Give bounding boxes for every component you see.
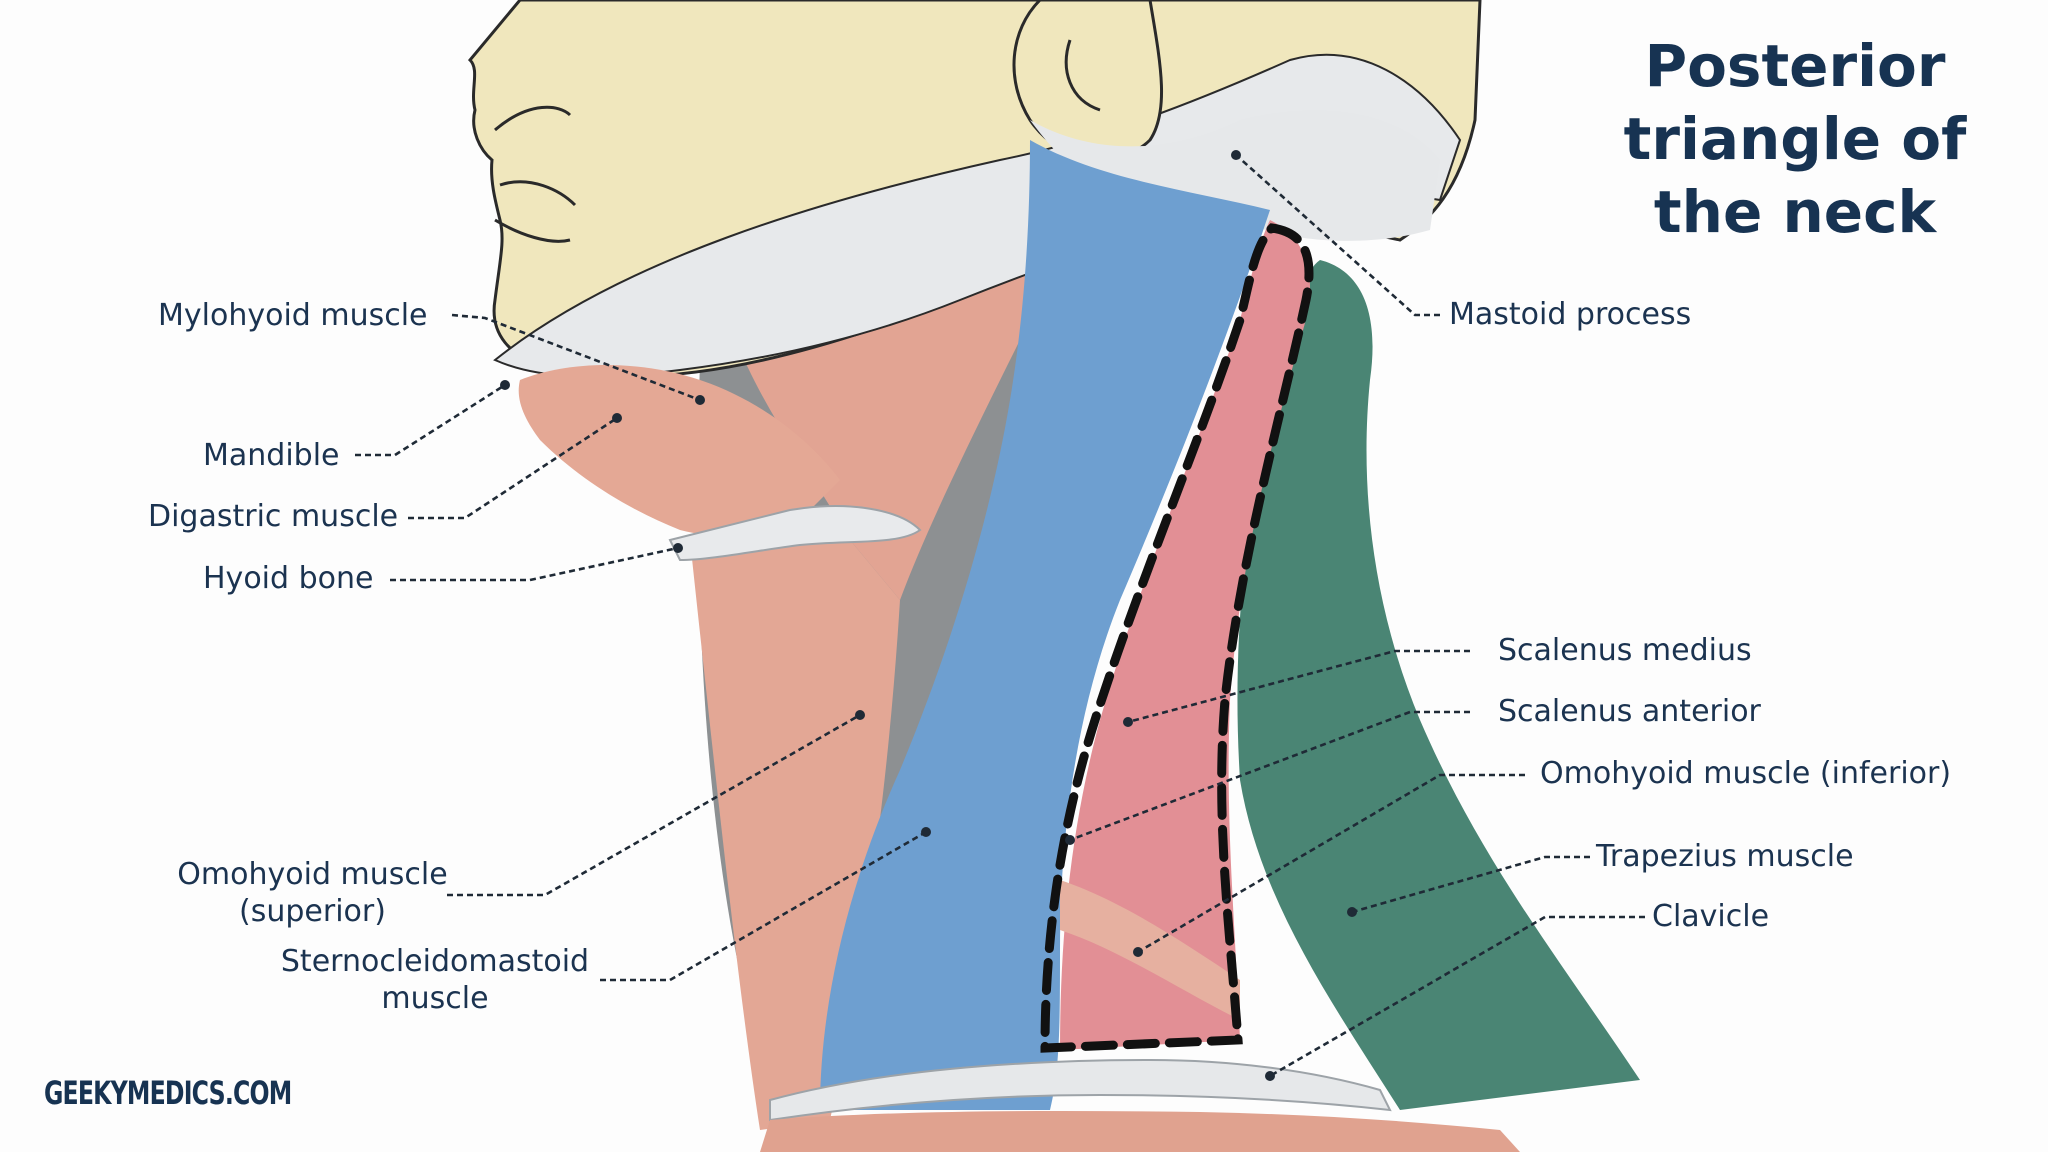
- nose-line: [494, 105, 572, 132]
- label-scm-line2: muscle: [381, 981, 489, 1016]
- hyoid-bone: [668, 505, 922, 562]
- label-omohyoid-superior-line1: Omohyoid muscle: [177, 857, 448, 892]
- clavicle-bone: [769, 1058, 1392, 1122]
- label-scalenus-medius: Scalenus medius: [1498, 633, 1752, 668]
- posterior-triangle-boundary: [1040, 223, 1314, 1053]
- omohyoid-inferior-band: [1060, 880, 1240, 1020]
- leader-hyoid: [390, 546, 679, 582]
- title-line-3: the neck: [1653, 178, 1937, 246]
- chin-line: [494, 218, 571, 243]
- leader-omohyoid-superior: [447, 713, 861, 897]
- title-line-1: Posterior: [1644, 32, 1946, 100]
- dot-digastric: [612, 413, 622, 423]
- leader-mylohyoid: [451, 313, 701, 402]
- label-mylohyoid-muscle: Mylohyoid muscle: [158, 298, 428, 333]
- leader-trapezius: [1351, 855, 1590, 914]
- dot-clavicle: [1265, 1071, 1275, 1081]
- mastoid-region: [1030, 110, 1440, 241]
- dot-scalenus-anterior: [1065, 835, 1075, 845]
- label-sternocleidomastoid: Sternocleidomastoid muscle: [275, 943, 595, 1017]
- dot-trapezius: [1347, 907, 1357, 917]
- brand-logo-text: GEEKYMEDICS.COM: [44, 1074, 292, 1112]
- ear-inner: [1064, 39, 1101, 112]
- dot-omohyoid-inferior: [1133, 947, 1143, 957]
- sternocleidomastoid-muscle: [820, 140, 1270, 1110]
- dot-scalenus-medius: [1123, 717, 1133, 727]
- dot-scm: [921, 827, 931, 837]
- leader-scalenus-anterior: [1069, 710, 1470, 842]
- chest-muscles: [760, 1110, 1520, 1152]
- title-line-2: triangle of: [1623, 105, 1967, 173]
- leader-omohyoid-inferior: [1137, 773, 1525, 954]
- leader-mastoid: [1235, 154, 1440, 317]
- label-trapezius-muscle: Trapezius muscle: [1596, 839, 1854, 874]
- leader-mandible: [355, 383, 506, 457]
- leader-scm: [600, 830, 927, 982]
- label-scalenus-anterior: Scalenus anterior: [1498, 694, 1761, 729]
- label-clavicle: Clavicle: [1652, 899, 1770, 934]
- label-mastoid-process: Mastoid process: [1449, 297, 1692, 332]
- mouth: [499, 180, 577, 207]
- label-mandible: Mandible: [203, 438, 340, 473]
- suprahyoid-muscles: [518, 365, 840, 537]
- label-scm-line1: Sternocleidomastoid: [280, 944, 590, 979]
- label-omohyoid-superior-line2: (superior): [239, 894, 386, 929]
- label-omohyoid-superior: Omohyoid muscle (superior): [170, 856, 455, 930]
- label-omohyoid-inferior: Omohyoid muscle (inferior): [1540, 756, 1952, 791]
- dot-mastoid: [1231, 150, 1241, 160]
- leader-scalenus-medius: [1127, 649, 1470, 724]
- dot-hyoid: [673, 543, 683, 553]
- dot-mylohyoid: [695, 395, 705, 405]
- leader-clavicle: [1269, 915, 1645, 1078]
- label-hyoid-bone: Hyoid bone: [203, 561, 374, 596]
- label-digastric-muscle: Digastric muscle: [148, 499, 399, 534]
- trapezius-muscle: [1237, 260, 1640, 1110]
- dot-mandible: [500, 380, 510, 390]
- scalene-muscles: [1060, 220, 1310, 1050]
- dot-omohyoid-superior: [855, 710, 865, 720]
